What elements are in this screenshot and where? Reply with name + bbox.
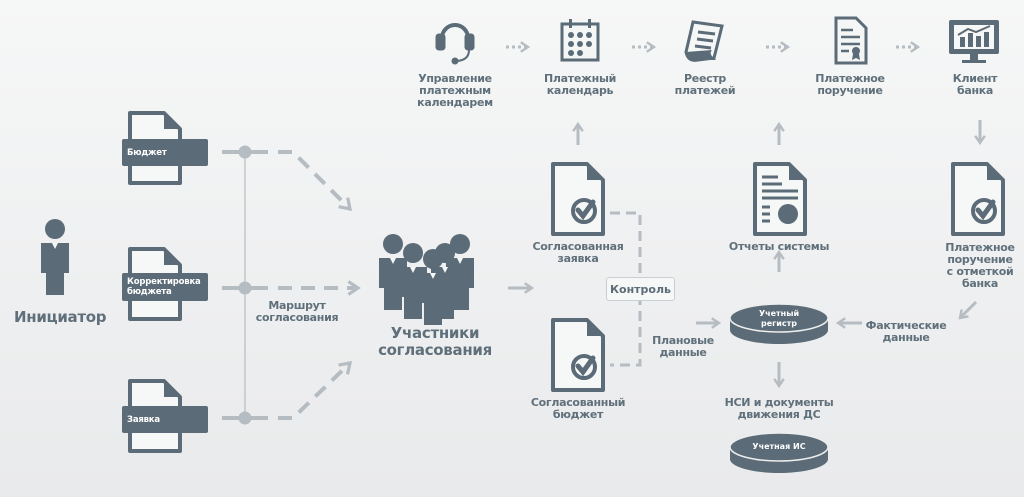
arrow-bank-to-actual xyxy=(958,300,978,320)
accounting-is-label: Учетная ИС xyxy=(752,442,806,451)
initiator-label: Инициатор xyxy=(14,308,107,326)
monitor-chart-icon xyxy=(949,20,999,63)
bank-marked-order-document-icon xyxy=(951,162,1005,236)
system-reports-label: Отчеты системы xyxy=(728,240,830,253)
scroll-list-icon xyxy=(684,20,724,62)
control-box: Контроль xyxy=(606,277,675,301)
approval-route-connector xyxy=(222,145,268,425)
approved-request-document-icon xyxy=(551,162,605,236)
approved-budget-document-icon xyxy=(551,318,605,392)
budget-document-label: Бюджет xyxy=(127,147,167,158)
certificate-document-icon xyxy=(834,16,868,65)
calendar-icon xyxy=(560,19,600,62)
initiator-person-icon xyxy=(41,219,69,295)
budget-correction-label-line2: бюджета xyxy=(127,287,172,297)
participants-group-icon xyxy=(379,234,474,325)
dashed-arrow-request xyxy=(278,360,353,420)
headset-icon xyxy=(435,23,475,65)
accounting-is-database-icon xyxy=(729,432,829,474)
dashed-arrow-budget xyxy=(278,150,353,212)
system-reports-icon xyxy=(753,162,807,236)
budget-correction-label-line1: Корректировка xyxy=(127,277,201,287)
request-document-bar: Заявка xyxy=(122,406,208,433)
request-document-label: Заявка xyxy=(127,414,160,425)
route-arrows xyxy=(278,150,361,420)
budget-document-bar: Бюджет xyxy=(122,139,208,166)
